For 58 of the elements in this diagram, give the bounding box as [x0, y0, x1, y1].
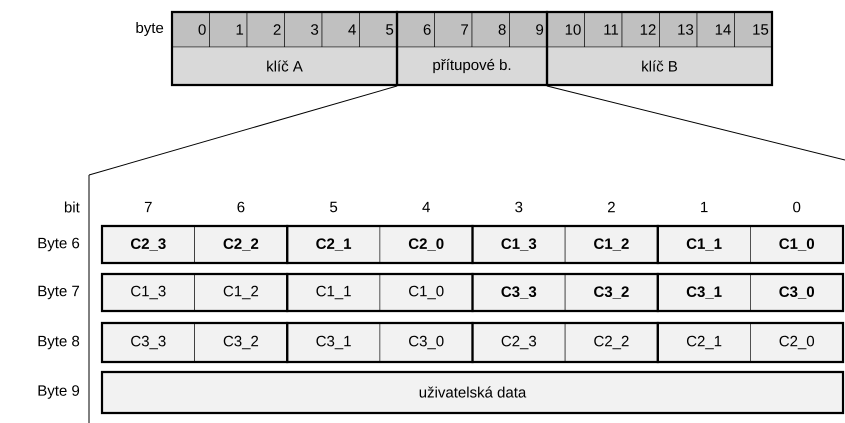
row-label: Byte 6: [38, 238, 80, 252]
row-label: Byte 9: [38, 385, 80, 399]
row-label: byte: [136, 22, 164, 36]
field-cell: klíč B: [546, 46, 772, 86]
byte-number-cell: 8: [472, 12, 510, 48]
table-cell: C3_3: [472, 274, 566, 312]
table-cell: C1_1: [286, 274, 380, 312]
bit-number: 1: [701, 202, 708, 212]
table-cell: C2_1: [658, 322, 751, 362]
byte-number-cell: 3: [284, 12, 322, 48]
table-cell: C3_0: [750, 274, 844, 312]
field-cell: klíč A: [172, 46, 398, 86]
table-cell: uživatelská data: [100, 370, 844, 414]
row-label: Byte 8: [38, 336, 80, 350]
bit-number: 4: [422, 202, 430, 212]
table-cell: C3_3: [102, 322, 195, 362]
table-cell: C2_0: [750, 322, 844, 362]
row-label: Byte 7: [38, 286, 80, 300]
bit-number: 7: [144, 202, 152, 212]
table-cell: C2_0: [380, 226, 473, 264]
bit-number: 5: [330, 202, 338, 212]
byte-number-cell: 7: [434, 12, 472, 48]
byte-number-cell: 4: [322, 12, 360, 48]
byte-number-cell: 12: [622, 12, 660, 48]
field-cell: přítupové b.: [396, 46, 548, 86]
row-label: bit: [64, 202, 80, 212]
bit-number: 3: [515, 202, 522, 212]
table-cell: C1_2: [194, 274, 288, 312]
table-cell: C1_3: [102, 274, 195, 312]
table-cell: C1_0: [750, 226, 844, 264]
table-cell: C2_1: [286, 226, 380, 264]
table-cell: C1_1: [658, 226, 751, 264]
table-cell: C1_3: [472, 226, 566, 264]
bit-number: 0: [793, 202, 800, 212]
table-cell: C3_2: [564, 274, 658, 312]
table-cell: C3_1: [658, 274, 751, 312]
byte-number-cell: 5: [359, 12, 398, 48]
byte-number-cell: 15: [734, 12, 772, 48]
byte-number-cell: 10: [546, 12, 585, 48]
table-cell: C3_2: [194, 322, 288, 362]
table-cell: C1_2: [564, 226, 658, 264]
byte-number-cell: 13: [659, 12, 698, 48]
byte-number-cell: 0: [172, 12, 210, 48]
byte-number-cell: 2: [246, 12, 285, 48]
bit-number: 6: [238, 202, 244, 212]
byte-number-cell: 6: [396, 12, 435, 48]
byte-number-cell: 1: [209, 12, 248, 48]
table-cell: C2_2: [564, 322, 658, 362]
table-cell: C2_3: [102, 226, 195, 264]
bit-number: 2: [608, 202, 615, 212]
table-cell: C2_3: [472, 322, 566, 362]
table-cell: C1_0: [380, 274, 473, 312]
table-cell: C2_2: [194, 226, 288, 264]
table-cell: C3_0: [380, 322, 473, 362]
table-cell: C3_1: [286, 322, 380, 362]
byte-number-cell: 9: [509, 12, 548, 48]
byte-number-cell: 14: [696, 12, 735, 48]
byte-number-cell: 11: [584, 12, 622, 48]
